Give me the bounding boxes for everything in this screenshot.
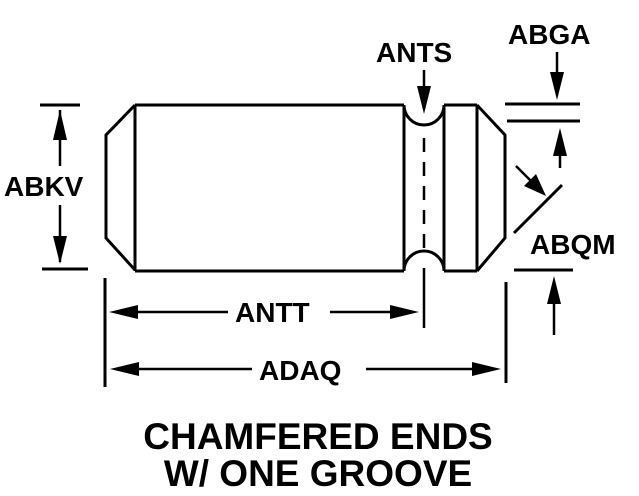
abqm-label: ABQM <box>530 229 616 260</box>
ants-dimension: ANTS <box>376 37 452 114</box>
caption-line-2: W/ ONE GROOVE <box>164 453 472 494</box>
groove-top-arc <box>402 104 446 127</box>
adaq-arrow-right <box>472 362 501 376</box>
abga-label: ABGA <box>508 19 590 50</box>
abkv-arrow-down <box>53 236 67 264</box>
adaq-dimension: ADAQ <box>110 355 501 386</box>
caption-line-1: CHAMFERED ENDS <box>143 416 492 457</box>
abqm-arrow-up <box>547 276 561 304</box>
left-chamfer <box>104 103 137 272</box>
abkv-dimension: ABKV <box>4 103 88 271</box>
abkv-label: ABKV <box>4 171 84 202</box>
abga-arrow-down <box>550 72 564 100</box>
antt-dimension: ANTT <box>109 297 419 328</box>
right-chamfer <box>475 103 507 272</box>
abga-arrow-up <box>553 128 567 156</box>
antt-label: ANTT <box>235 297 310 328</box>
pin-body <box>104 103 507 328</box>
abga-dimension: ABGA <box>505 19 590 168</box>
adaq-arrow-left <box>110 362 139 376</box>
groove-bottom-arc <box>402 249 446 272</box>
ants-arrow-down <box>417 86 431 114</box>
abqm-dimension: ABQM <box>512 165 616 335</box>
ants-label: ANTS <box>376 37 452 68</box>
antt-arrow-right <box>390 305 419 319</box>
abkv-arrow-up <box>53 110 67 140</box>
abqm-arrow-diagonal <box>524 174 546 196</box>
abqm-chamfer-extension <box>512 183 564 235</box>
adaq-label: ADAQ <box>259 355 341 386</box>
antt-arrow-left <box>109 305 138 319</box>
